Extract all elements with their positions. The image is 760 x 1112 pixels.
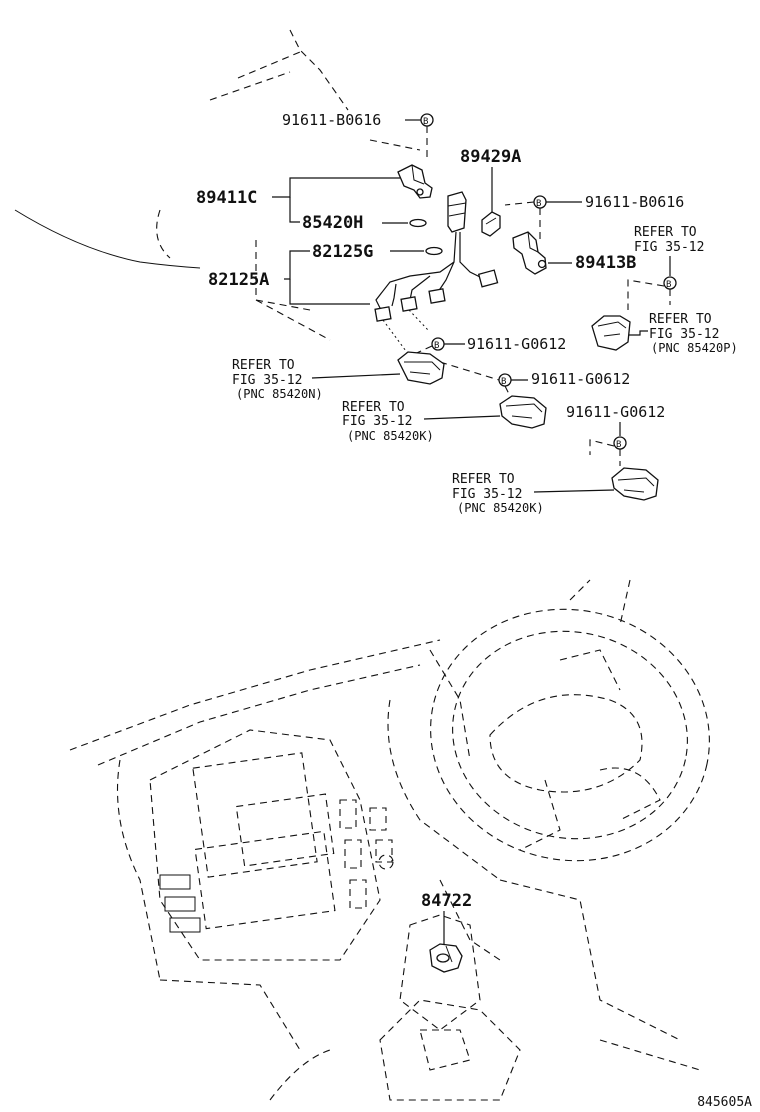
ref-left-n-line3: (PNC 85420N) [236, 387, 323, 401]
bolt-mid1-label: 91611-G0612 [467, 335, 566, 353]
part-84722-label: 84722 [421, 891, 472, 911]
svg-text:B: B [536, 199, 541, 209]
ref-right-top-line1: REFER TO [634, 225, 697, 240]
refer-mid-k: REFER TO FIG 35-12 (PNC 85420K) [342, 395, 547, 443]
part-89413b-label: 89413B [575, 253, 636, 273]
ref-low-k-line2: FIG 35-12 [452, 487, 522, 502]
part-82125a-label: 82125A [208, 270, 269, 290]
label-group-top: 91611-B0616 B 89429A 89411C 85420H 82125… [196, 111, 684, 305]
diagram-id-label: 845605A [697, 1095, 752, 1110]
sensor-89411c [397, 164, 433, 199]
dashboard-illustration [69, 579, 710, 1101]
refer-left-n: REFER TO FIG 35-12 (PNC 85420N) [232, 351, 445, 401]
part-89429a-label: 89429A [460, 147, 521, 167]
ref-mid-k-line2: FIG 35-12 [342, 414, 412, 429]
bolt-mid1-group: B 91611-G0612 [409, 335, 566, 357]
sensor-89413b [512, 231, 547, 275]
sensor-89429a [481, 211, 501, 237]
ref-left-n-line2: FIG 35-12 [232, 373, 302, 388]
svg-text:B: B [434, 341, 439, 351]
svg-text:B: B [423, 117, 428, 127]
bolt-low-group: 91611-G0612 B [566, 403, 665, 466]
bolt-mid2-group: B 91611-G0612 [439, 361, 630, 401]
svg-text:B: B [501, 377, 506, 387]
bolt-right-label: 91611-B0616 [585, 193, 684, 211]
svg-text:B: B [666, 280, 671, 290]
part-82125g-label: 82125G [312, 242, 373, 262]
refer-right-p: REFER TO FIG 35-12 (PNC 85420P) [591, 312, 738, 355]
ref-right-p-line3: (PNC 85420P) [651, 341, 738, 355]
svg-text:B: B [616, 440, 621, 450]
switch-84722: 84722 [421, 891, 472, 973]
ref-right-p-line2: FIG 35-12 [649, 327, 719, 342]
bolt-low-label: 91611-G0612 [566, 403, 665, 421]
part-89411c-label: 89411C [196, 188, 257, 208]
part-85420h-label: 85420H [302, 213, 363, 233]
ref-low-k-line3: (PNC 85420K) [457, 501, 544, 515]
wire-harness-82125a [374, 191, 499, 371]
ref-mid-k-line1: REFER TO [342, 400, 405, 415]
ref-right-top-line2: FIG 35-12 [634, 240, 704, 255]
bolt-mid2-label: 91611-G0612 [531, 370, 630, 388]
bolt-top-label: 91611-B0616 [282, 111, 381, 129]
ref-mid-k-line3: (PNC 85420K) [347, 429, 434, 443]
body-outline-top [14, 29, 421, 341]
ref-right-p-line1: REFER TO [649, 312, 712, 327]
refer-low-k: REFER TO FIG 35-12 (PNC 85420K) [452, 467, 659, 515]
ref-low-k-line1: REFER TO [452, 472, 515, 487]
ref-left-n-line1: REFER TO [232, 358, 295, 373]
refer-right-top: REFER TO FIG 35-12 B [627, 225, 704, 310]
